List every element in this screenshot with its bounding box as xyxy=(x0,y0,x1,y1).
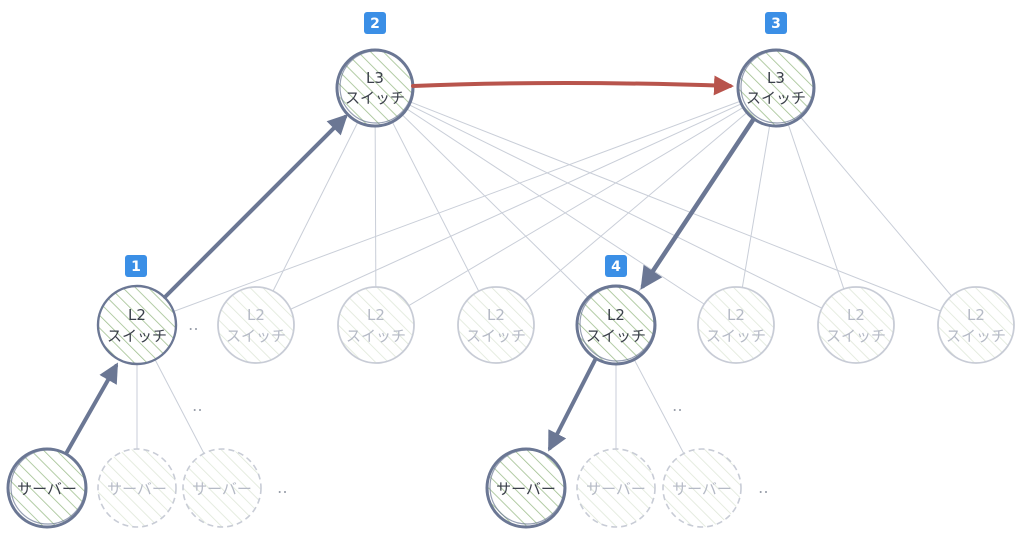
l3-switch-3-line2: スイッチ xyxy=(746,89,806,107)
arrow-l3-to-l3 xyxy=(411,75,734,96)
l2-switch-4: L2 スイッチ xyxy=(575,284,657,366)
l2-switch-1: L2 スイッチ xyxy=(96,284,178,366)
server-label: サーバー xyxy=(672,480,732,498)
step-badge-1-text: 1 xyxy=(131,259,141,275)
arrow-l2-to-l3 xyxy=(163,114,348,299)
l2-switch-faded-a: L2 スイッチ xyxy=(217,286,295,364)
step-badge-2-text: 2 xyxy=(370,16,380,32)
server-label: サーバー xyxy=(192,480,252,498)
l2-switch-4-line1: L2 xyxy=(607,306,625,324)
server-faded-b: サーバー xyxy=(182,448,262,528)
l2-switch-faded-f: L2 スイッチ xyxy=(937,286,1015,364)
step-badge-4-text: 4 xyxy=(611,259,621,275)
server-destination-label: サーバー xyxy=(496,480,556,498)
l2-switch-faded-c: L2 スイッチ xyxy=(457,286,535,364)
server-faded-d: サーバー xyxy=(662,448,742,528)
l3-switch-3-line1: L3 xyxy=(767,69,785,87)
l2-switch-label-line1: L2 xyxy=(967,306,985,324)
l2-switch-4-line2: スイッチ xyxy=(586,327,646,345)
step-badge-3: 3 xyxy=(765,12,787,34)
ellipsis-link-right: ‥ xyxy=(672,396,684,415)
step-badge-2: 2 xyxy=(364,12,386,34)
l2-switch-label-line1: L2 xyxy=(367,306,385,324)
l2-switch-label-line2: スイッチ xyxy=(346,327,406,345)
step-badge-3-text: 3 xyxy=(771,16,781,32)
server-destination: サーバー xyxy=(485,447,567,529)
l2-switch-label-line1: L2 xyxy=(727,306,745,324)
l3-switch-2-line1: L3 xyxy=(366,69,384,87)
l2-switch-label-line2: スイッチ xyxy=(466,327,526,345)
l2-switch-faded-e: L2 スイッチ xyxy=(817,286,895,364)
server-source: サーバー xyxy=(6,447,88,529)
path-arrows xyxy=(65,75,756,454)
l2-switch-label-line1: L2 xyxy=(847,306,865,324)
l2-switch-1-line1: L2 xyxy=(128,306,146,324)
l3-switch-2: L3 スイッチ xyxy=(335,48,415,128)
l2-switch-label-line2: スイッチ xyxy=(226,327,286,345)
step-badge-1: 1 xyxy=(125,255,147,277)
ellipsis-link-left: ‥ xyxy=(192,396,204,415)
step-badge-4: 4 xyxy=(605,255,627,277)
l2-switch-label-line2: スイッチ xyxy=(826,327,886,345)
l3-switch-3: L3 スイッチ xyxy=(736,48,816,128)
l2-switch-label-line2: スイッチ xyxy=(706,327,766,345)
arrow-l2-to-server xyxy=(548,358,597,452)
l3-switch-2-line2: スイッチ xyxy=(345,89,405,107)
l2-switch-1-line2: スイッチ xyxy=(107,327,167,345)
server-faded-c: サーバー xyxy=(576,448,656,528)
arrow-server-to-l2 xyxy=(65,362,118,454)
arrow-l3-to-l2 xyxy=(640,117,756,290)
server-source-label: サーバー xyxy=(17,480,77,498)
ellipsis-l2-left: ‥ xyxy=(188,315,200,334)
l2-switch-label-line1: L2 xyxy=(487,306,505,324)
server-faded-a: サーバー xyxy=(97,448,177,528)
ellipsis-servers-left: ‥ xyxy=(277,478,289,497)
server-label: サーバー xyxy=(586,480,646,498)
l2-switch-label-line2: スイッチ xyxy=(946,327,1006,345)
ellipsis-servers-right: ‥ xyxy=(758,478,770,497)
server-label: サーバー xyxy=(107,480,167,498)
l2-switch-label-line1: L2 xyxy=(247,306,265,324)
l2-switch-faded-d: L2 スイッチ xyxy=(697,286,775,364)
l2-switch-faded-b: L2 スイッチ xyxy=(337,286,415,364)
